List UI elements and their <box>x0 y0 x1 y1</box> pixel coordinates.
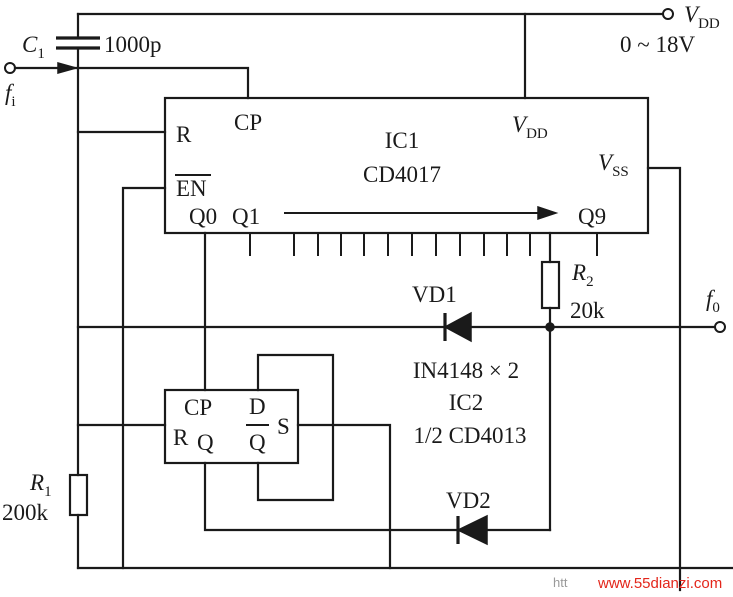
ic2-name: IC2 <box>449 390 484 415</box>
ic2-pin-qbar: Q <box>249 430 266 455</box>
ic2-pin-clock: CP <box>184 395 212 420</box>
r2-subscript: 2 <box>586 274 594 290</box>
ic1-vdd-symbol: V <box>512 112 529 137</box>
ic1-pin-clock: CP <box>234 110 262 135</box>
wire-input-to-ic1-cp <box>13 66 250 100</box>
r1-value: 200k <box>2 500 49 525</box>
ic2-pin-reset: R <box>173 425 189 450</box>
ic2-pin-q: Q <box>197 430 214 455</box>
watermark-site: www.55dianzi.com <box>597 575 722 592</box>
diodes-part: IN4148 × 2 <box>413 358 519 383</box>
vd1-label: VD1 <box>412 282 457 307</box>
output-symbol: f <box>706 286 716 311</box>
ic2-pin-d: D <box>249 394 266 419</box>
ic1-vss-symbol: V <box>598 150 615 175</box>
ic1-output-pin-ticks <box>249 232 598 256</box>
c1-label: C1 <box>22 32 45 62</box>
ic1-vss-subscript: SS <box>612 164 629 180</box>
vd2-label: VD2 <box>446 488 491 513</box>
wire-ic1-enable <box>121 186 167 570</box>
output-label: f0 <box>706 286 720 316</box>
input-label: fi <box>5 80 16 110</box>
ic1-part: CD4017 <box>363 162 441 187</box>
r1-symbol: R <box>29 470 44 495</box>
ic1-pin-vdd: VDD <box>512 112 548 142</box>
terminal-output <box>714 321 726 333</box>
input-subscript: i <box>11 94 15 110</box>
ic1-pin-reset: R <box>176 122 192 147</box>
wire-ic2-set <box>296 423 392 570</box>
wire-ic2-q-to-vd2 <box>203 461 460 532</box>
input-symbol: f <box>5 80 15 105</box>
c1-symbol: C <box>22 32 38 57</box>
terminal-input <box>4 62 16 74</box>
r1-subscript: 1 <box>44 484 52 500</box>
ic1-name: IC1 <box>385 128 420 153</box>
output-subscript: 0 <box>712 300 720 316</box>
ic1-pin-vss: VSS <box>598 150 629 180</box>
ic1-pin-enable: EN <box>176 176 207 201</box>
supply-subscript: DD <box>698 16 720 32</box>
r2-label: R2 <box>571 260 594 290</box>
ic2-part: 1/2 CD4013 <box>413 423 526 448</box>
ic1-pin-q0: Q0 <box>189 204 217 229</box>
input-arrow-icon <box>57 62 79 74</box>
supply-symbol: V <box>684 2 701 27</box>
wire-ic2-d-qbar-loop <box>256 353 335 502</box>
r2-symbol: R <box>571 260 586 285</box>
terminal-vdd <box>662 8 674 20</box>
r2-value: 20k <box>570 298 605 323</box>
ic1-vdd-subscript: DD <box>526 126 548 142</box>
c1-value: 1000p <box>104 32 162 57</box>
ic2-body <box>163 388 300 465</box>
supply-label: VDD <box>684 2 720 32</box>
c1-subscript: 1 <box>37 46 45 62</box>
watermark-prefix: htt <box>553 575 568 590</box>
junction-dot <box>545 322 555 332</box>
ic1-pin-q9: Q9 <box>578 204 606 229</box>
wire-ic1-vss <box>646 166 682 592</box>
ic1-count-arrow-head-icon <box>537 205 559 221</box>
ic1-pin-q1: Q1 <box>232 204 260 229</box>
r1-label: R1 <box>29 470 52 500</box>
ic2-pin-set: S <box>277 414 290 439</box>
ic1-body <box>163 96 650 235</box>
supply-range: 0 ~ 18V <box>620 32 695 57</box>
